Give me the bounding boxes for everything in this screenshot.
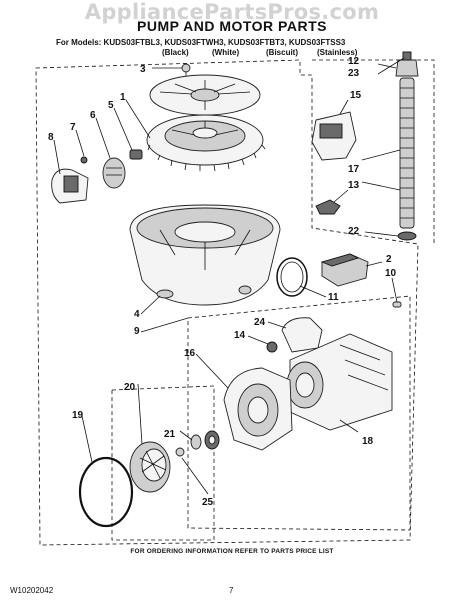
document-id: W10202042 [10, 586, 54, 595]
variant-biscuit: (Biscuit) [266, 48, 298, 57]
grommet-part-10 [392, 301, 402, 308]
impeller-part-20 [129, 441, 171, 493]
clamp-part-22 [397, 231, 417, 241]
hose-part-17 [399, 77, 415, 229]
ordering-note: FOR ORDERING INFORMATION REFER TO PARTS … [130, 548, 334, 555]
motor-frame [187, 295, 411, 531]
watermark-text: AppliancePartsPros.com [84, 0, 380, 24]
callout-19: 19 [72, 410, 84, 421]
clip-part-5 [129, 149, 143, 160]
leader-lines [53, 57, 405, 495]
callout-labels: 3 1 5 6 7 8 4 9 11 2 10 12 23 15 17 13 2… [48, 56, 397, 508]
valve-part-13 [315, 199, 341, 215]
callout-25: 25 [202, 497, 214, 508]
variant-black: (Black) [162, 48, 189, 57]
cover-part-6 [102, 157, 126, 189]
callout-9: 9 [134, 326, 140, 337]
callout-16: 16 [184, 348, 196, 359]
callout-22: 22 [348, 226, 360, 237]
callout-24: 24 [254, 317, 266, 328]
motor-end-part-24 [281, 317, 323, 353]
callout-3: 3 [140, 64, 146, 75]
callout-10: 10 [385, 268, 397, 279]
impeller-frame [111, 385, 215, 541]
callout-14: 14 [234, 330, 246, 341]
seal-part-25 [175, 447, 185, 457]
outer-frame [35, 59, 419, 546]
callout-15: 15 [350, 90, 362, 101]
hose-frame [312, 59, 435, 244]
variant-white: (White) [212, 48, 240, 57]
pump-part-15 [311, 111, 357, 161]
callout-4: 4 [134, 309, 140, 320]
bracket-part-2 [320, 253, 369, 287]
callout-7: 7 [70, 122, 76, 133]
models-line: For Models: KUDS03FTBL3, KUDS03FTWH3, KU… [56, 38, 346, 47]
connector-part-23 [395, 51, 419, 77]
page-title: PUMP AND MOTOR PARTS [137, 18, 327, 34]
callout-2: 2 [386, 254, 392, 265]
callout-23: 23 [348, 68, 360, 79]
motor-part-18 [286, 333, 393, 431]
screw-part-3 [181, 63, 191, 76]
callout-6: 6 [90, 110, 96, 121]
housing-part-8 [51, 168, 89, 204]
gasket-part-11 [276, 257, 308, 297]
variant-stainless: (Stainless) [317, 48, 358, 57]
nut-part-14 [266, 341, 278, 353]
callout-11: 11 [328, 292, 339, 303]
screw-part-7 [80, 156, 88, 164]
callout-20: 20 [124, 382, 136, 393]
sump-part-4 [129, 204, 281, 306]
callout-17: 17 [348, 164, 360, 175]
callout-1: 1 [120, 92, 126, 103]
callout-18: 18 [362, 436, 374, 447]
callout-8: 8 [48, 132, 54, 143]
callout-12: 12 [348, 56, 360, 67]
callout-5: 5 [108, 100, 114, 111]
page-number: 7 [229, 586, 234, 595]
callout-21: 21 [164, 429, 176, 440]
filter-cover-top [149, 74, 261, 116]
impeller-housing-part-16 [223, 367, 293, 451]
callout-13: 13 [348, 180, 360, 191]
filter-assembly-part-1 [146, 114, 266, 172]
seal-part-21 [190, 430, 220, 450]
oring-part-19 [78, 456, 134, 528]
